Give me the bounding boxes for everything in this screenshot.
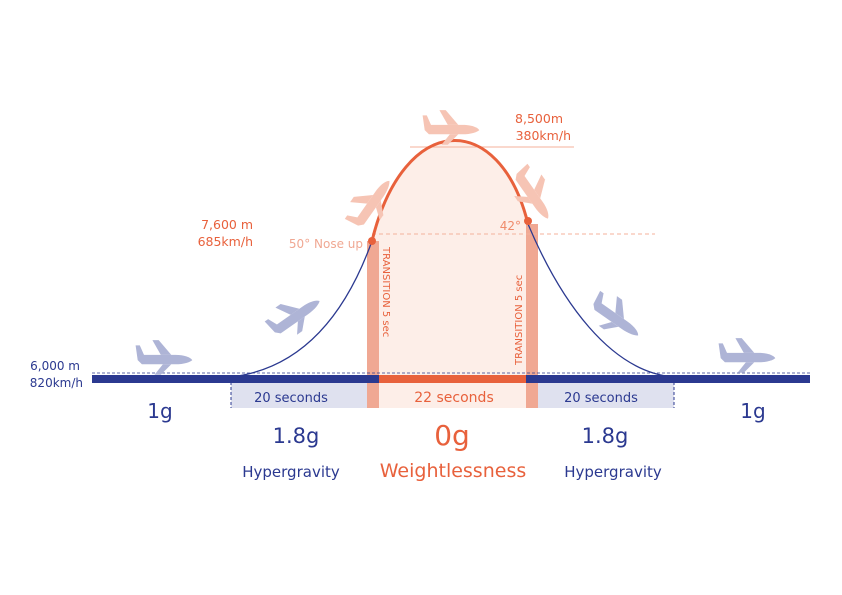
apex-altitude-label: 8,500m	[515, 111, 563, 126]
entry-speed-label: 685km/h	[198, 234, 253, 249]
right-hypergravity-label: Hypergravity	[564, 463, 662, 481]
nose-up-label: 50° Nose up	[289, 237, 363, 251]
exit-angle-label: 42°	[500, 219, 521, 233]
right-hypergravity-duration: 20 seconds	[564, 391, 638, 406]
entry-point	[368, 237, 376, 245]
weightlessness-label: Weightlessness	[380, 460, 527, 482]
left-transition-label: TRANSITION 5 sec	[380, 246, 391, 337]
apex-speed-label: 380km/h	[516, 128, 571, 143]
right-transition-label: TRANSITION 5 sec	[514, 275, 525, 366]
weightless-baseline	[379, 375, 526, 383]
left-hypergravity-label: Hypergravity	[242, 463, 340, 481]
left-normal-g: 1g	[147, 399, 172, 423]
weightless-g: 0g	[434, 419, 470, 452]
weightlessness-area	[372, 140, 528, 408]
left-transition-bar	[367, 241, 379, 408]
airplane-icon	[422, 110, 480, 145]
airplane-icon	[135, 340, 193, 375]
left-hypergravity-g: 1.8g	[273, 424, 320, 448]
airplane-icon	[583, 286, 650, 348]
weightless-duration: 22 seconds	[414, 390, 494, 406]
right-hypergravity-g: 1.8g	[582, 424, 629, 448]
right-normal-g: 1g	[740, 399, 765, 423]
airplane-icon	[718, 338, 776, 373]
start-speed-label: 820km/h	[30, 376, 83, 390]
exit-point	[524, 217, 532, 225]
ascent-curve	[230, 240, 373, 378]
airplane-icon	[261, 284, 328, 346]
entry-altitude-label: 7,600 m	[201, 217, 253, 232]
left-hypergravity-duration: 20 seconds	[254, 391, 328, 406]
descent-curve	[527, 223, 675, 378]
start-altitude-label: 6,000 m	[30, 359, 80, 373]
right-transition-bar	[526, 224, 538, 408]
